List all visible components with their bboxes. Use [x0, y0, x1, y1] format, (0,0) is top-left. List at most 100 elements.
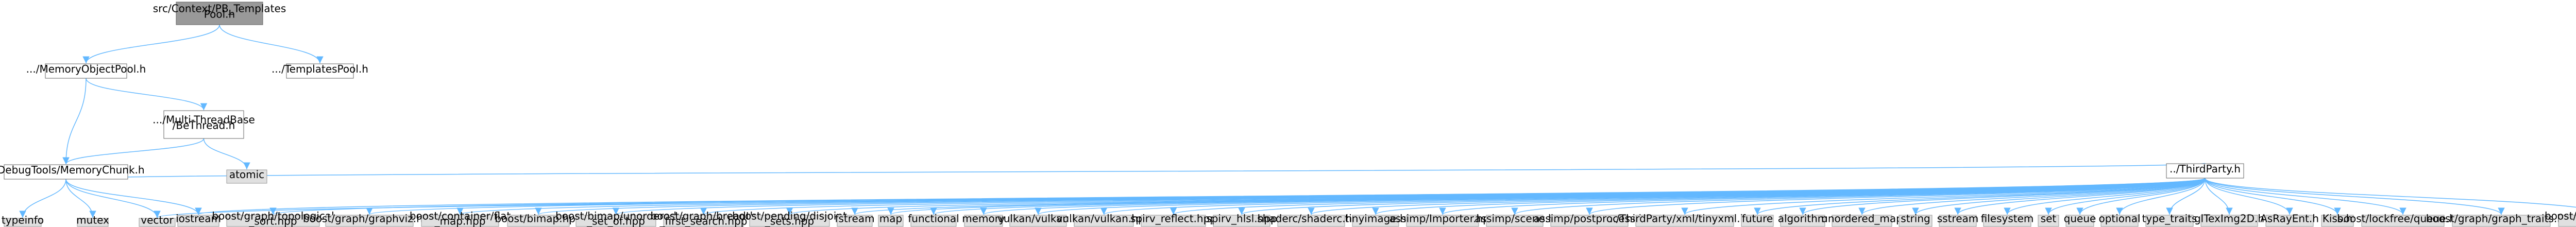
edge-root-to-memobj	[82, 24, 220, 64]
node-tplpool[interactable]: .../TemplatesPool.h	[272, 63, 368, 79]
node-label: ../ThirdParty/xml/tinyxml.hpp	[1609, 213, 1759, 225]
node-label: .../Multi-ThreadBase	[152, 114, 255, 126]
node-box	[1939, 215, 1977, 227]
node-label: _map.hpp	[434, 215, 486, 227]
edge-thirdparty-to-e15	[1754, 178, 2206, 215]
node-label: boost/graph/breadth	[651, 210, 757, 222]
node-label: ../ThirdParty.h	[2170, 163, 2241, 175]
node-e28: boost/lockfree/queue.hpp	[2337, 213, 2469, 227]
node-label: type_traits	[2142, 213, 2197, 225]
node-box	[226, 169, 267, 184]
node-label: spirv_hlsl.hpp	[1206, 213, 1277, 225]
node-box	[1141, 215, 1206, 227]
node-label: queue	[2064, 213, 2096, 225]
node-box	[45, 63, 127, 79]
edge-thirdparty-to-b2	[366, 178, 2206, 215]
node-b3: boost/container/flat_map.hpp	[410, 210, 511, 227]
node-e14: ../ThirdParty/xml/tinyxml.hpp	[1609, 213, 1760, 227]
edge-thirdparty-to-e29	[2205, 178, 2505, 215]
edge-thirdparty-to-e28	[2205, 178, 2406, 215]
node-e11: assimp/Importer.hpp	[1389, 213, 1496, 227]
node-box	[1832, 215, 1892, 227]
edge-bethread-to-memchunk	[62, 138, 205, 165]
node-label: unordered_map	[1821, 213, 1903, 225]
edge-memchunk-to-vector	[65, 179, 161, 218]
node-box	[2200, 215, 2258, 227]
node-e4: memory	[962, 213, 1005, 227]
node-box	[2166, 163, 2244, 179]
node-b2: boost/graph/graphviz.hpp	[303, 213, 436, 227]
node-box	[1486, 215, 1544, 227]
node-e17: unordered_map	[1821, 213, 1903, 227]
node-label: boost/bimap.hpp	[495, 213, 582, 225]
node-box	[1741, 215, 1774, 227]
node-label: vector	[141, 214, 174, 226]
node-box	[163, 110, 244, 139]
node-e12: assimp/scene.h	[1475, 213, 1555, 227]
edge-layer	[19, 24, 2576, 218]
node-memobj[interactable]: .../MemoryObjectPool.h	[26, 63, 146, 79]
node-box	[1406, 215, 1479, 227]
node-typeinfo: typeinfo	[2, 214, 44, 227]
node-label: boost/graph/topological	[212, 210, 334, 222]
node-e9: shaderc/shaderc.hpp	[1257, 213, 1365, 227]
node-e19: sstream	[1937, 213, 1979, 227]
node-root[interactable]: src/Context/PB_TemplatesPool.h	[153, 2, 286, 25]
node-box	[1009, 215, 1067, 227]
node-label: boost/container/flat	[410, 210, 511, 222]
node-b7: boost/pending/disjoint_sets.hpp	[732, 210, 847, 227]
node-e27: Kiss.h	[2321, 213, 2354, 227]
node-box	[4, 164, 128, 180]
node-thirdparty[interactable]: ../ThirdParty.h	[2166, 163, 2244, 179]
node-label: _set_of.hpp	[586, 215, 645, 227]
edge-thirdparty-to-e27	[2205, 178, 2341, 215]
node-e8: spirv_hlsl.hpp	[1206, 213, 1277, 227]
node-bethread[interactable]: .../Multi-ThreadBase/BeThread.h	[152, 110, 255, 139]
node-label: future	[1742, 213, 1773, 225]
edge-thirdparty-to-e30	[2205, 178, 2576, 208]
node-box	[2100, 215, 2139, 227]
node-box	[2038, 215, 2059, 227]
node-e30: boost/graph/adjacency_list.hpp	[2545, 210, 2576, 227]
node-label: boost/lockfree/queue.hpp	[2337, 213, 2469, 225]
node-box	[1550, 215, 1629, 227]
node-label: ../DebugTools/MemoryChunk.h	[0, 164, 145, 176]
node-label: functional	[908, 213, 959, 225]
edge-memchunk-to-iostream	[65, 179, 202, 215]
node-label: boost/graph/adjacency	[2545, 210, 2576, 222]
edge-root-to-tplpool	[219, 24, 324, 64]
edge-thirdparty-to-e17	[1858, 178, 2206, 215]
node-e21: set	[2038, 213, 2059, 227]
edge-thirdparty-to-e16	[1799, 178, 2206, 215]
node-label: _sets.hpp	[765, 215, 814, 227]
node-b5: boost/bimap/unordered_set_of.hpp	[555, 210, 676, 227]
node-box	[663, 215, 744, 227]
edge-thirdparty-to-e21	[2045, 178, 2206, 215]
node-mutex: mutex	[76, 214, 109, 227]
node-box	[177, 215, 219, 227]
edge-thirdparty-to-e4	[980, 178, 2206, 215]
node-label: _sort.hpp	[248, 215, 297, 227]
node-iostream: iostream	[176, 213, 221, 227]
node-b6: boost/graph/breadth_first_search.hpp	[651, 210, 757, 227]
edge-memchunk-to-mutex	[65, 179, 96, 218]
node-box	[1899, 215, 1933, 227]
node-box	[2452, 215, 2551, 227]
edge-thirdparty-to-e22	[2076, 178, 2206, 215]
node-box	[507, 215, 570, 227]
edge-thirdparty-to-e14	[1681, 178, 2206, 215]
node-label: sstream	[1937, 213, 1979, 225]
node-label: string	[1901, 213, 1930, 225]
node-e22: queue	[2064, 213, 2096, 227]
node-memchunk[interactable]: ../DebugTools/MemoryChunk.h	[0, 164, 145, 180]
node-label: .../TemplatesPool.h	[272, 63, 368, 75]
edge-bethread-to-atomic	[203, 138, 250, 170]
node-box	[325, 215, 414, 227]
node-label: fstream	[835, 213, 874, 225]
node-e5: vulkan/vulkan.h	[997, 213, 1079, 227]
node-label: glTexImg2D.h	[2194, 213, 2264, 225]
node-box	[1780, 215, 1825, 227]
node-box	[2558, 215, 2576, 227]
